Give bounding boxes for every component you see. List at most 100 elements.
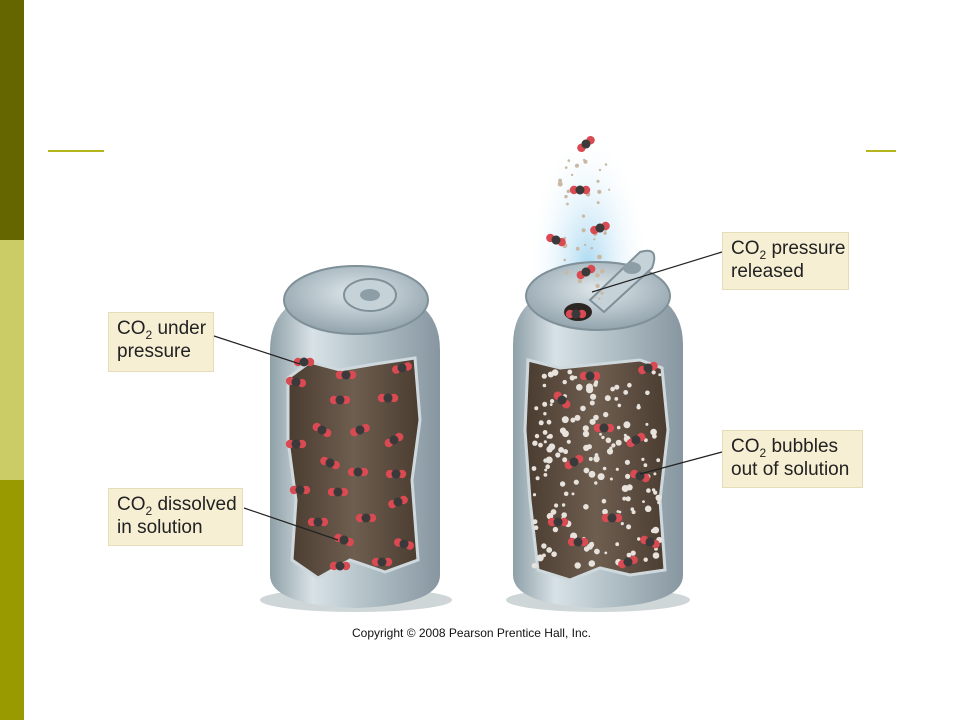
bubble: [583, 444, 590, 451]
co2-molecule: [293, 357, 315, 367]
bubble: [651, 488, 656, 492]
co2-molecule: [638, 361, 658, 375]
bubble: [626, 552, 632, 558]
bubble: [561, 512, 567, 518]
bubble: [625, 473, 631, 479]
co2-molecule: [546, 233, 566, 247]
bubble: [599, 432, 602, 436]
co2-molecule: [553, 391, 571, 409]
bubble: [563, 491, 569, 497]
spray-droplet: [600, 268, 605, 274]
bubble: [597, 473, 605, 481]
spray-droplet: [564, 270, 569, 275]
bubble: [590, 393, 597, 400]
bubble: [603, 411, 609, 418]
co2-molecule: [377, 393, 399, 403]
bubble: [588, 560, 596, 567]
spray-droplet: [558, 178, 563, 183]
co2-molecule: [601, 513, 623, 523]
spray-droplet: [575, 246, 580, 251]
bubble: [652, 552, 660, 559]
bubble: [574, 375, 578, 379]
spray-droplet: [590, 246, 594, 250]
bubble: [551, 551, 557, 557]
co2-molecule: [576, 264, 596, 280]
bubble: [623, 421, 631, 429]
bubble: [645, 390, 650, 396]
spray-droplet: [557, 181, 563, 187]
bubble: [563, 449, 569, 455]
co2-molecule: [320, 456, 340, 470]
bubble: [547, 371, 554, 378]
bubble: [594, 481, 598, 485]
bubble: [646, 488, 651, 493]
bubble: [623, 390, 629, 395]
right-can-pull-tab-icon: [588, 249, 656, 314]
co2-molecule: [355, 513, 377, 523]
bubble: [542, 430, 548, 435]
spray-droplet: [597, 189, 602, 194]
co2-molecule: [569, 185, 591, 195]
co2-molecule: [640, 535, 660, 549]
callout-co2-pressure-released: CO2 pressure released: [722, 232, 849, 290]
bubble: [614, 384, 620, 390]
bubble: [616, 425, 621, 430]
bubble: [547, 433, 553, 439]
title-rule-left: [48, 150, 104, 152]
bubble: [541, 373, 547, 379]
bubble: [583, 546, 590, 552]
bubble: [652, 526, 660, 534]
co2-molecule: [564, 454, 584, 470]
co2-molecule: [289, 485, 311, 495]
left-can-pull-tab-icon: [343, 278, 397, 312]
bubble: [569, 375, 575, 381]
co2-molecule: [285, 439, 307, 449]
spray-droplet: [566, 189, 571, 194]
callout-co2-bubbles: CO2 bubbles out of solution: [722, 430, 863, 488]
bubble: [609, 477, 613, 481]
spray-droplet: [595, 273, 600, 278]
left-can: [260, 265, 452, 612]
spray-droplet: [582, 158, 586, 162]
co2-molecule: [593, 423, 615, 433]
bubble: [658, 373, 662, 377]
right-can-bubbles: [531, 369, 663, 569]
bubble: [561, 503, 566, 507]
spray-droplet: [567, 159, 571, 162]
spray-droplet: [598, 168, 602, 172]
bubble: [637, 537, 641, 541]
bubble: [602, 466, 607, 471]
bubble: [643, 463, 648, 468]
bubble: [532, 440, 538, 446]
leader-line-bubbles: [639, 451, 723, 475]
spray-droplet: [577, 279, 582, 284]
right-can-co2-molecules: [547, 361, 660, 569]
bubble: [541, 543, 547, 549]
bubble: [611, 443, 616, 448]
spray-droplets: [557, 158, 611, 300]
bubble: [616, 510, 620, 513]
bubble: [545, 456, 553, 464]
left-can-co2-molecules: [285, 357, 414, 571]
co2-molecule: [307, 517, 329, 527]
bubble: [566, 439, 571, 444]
bubble: [626, 524, 632, 530]
bubble: [630, 550, 636, 556]
spray-droplet: [581, 228, 586, 233]
stripe-light: [0, 240, 24, 480]
spray-droplet: [595, 283, 600, 289]
co2-molecule: [384, 432, 404, 448]
bubble: [534, 406, 539, 411]
bubble: [624, 459, 631, 465]
bubble: [656, 458, 661, 463]
bubble: [580, 405, 586, 412]
co2-molecule: [626, 432, 646, 448]
bubble: [543, 458, 548, 463]
bubble: [604, 551, 608, 555]
bubble: [531, 466, 537, 471]
bubble: [643, 557, 648, 562]
bubble: [545, 464, 550, 470]
spray-droplet: [600, 291, 604, 295]
co2-molecule: [392, 362, 412, 374]
bubble: [615, 439, 622, 446]
